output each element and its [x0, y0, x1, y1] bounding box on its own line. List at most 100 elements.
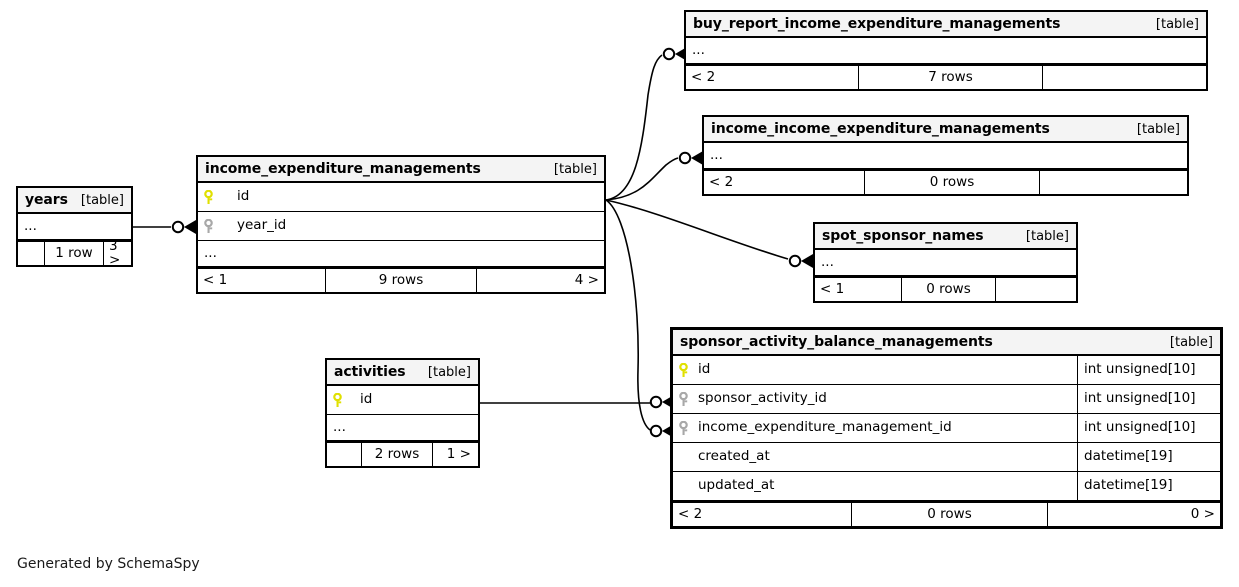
- edge-endpoint-sponsor-iem-fk: [649, 424, 663, 438]
- footer-parents-count: < 2: [678, 505, 703, 522]
- column-cell: income_expenditure_management_id: [673, 420, 1077, 436]
- table-node-activities[interactable]: activities [table] id ... 2 rows 1 >: [325, 358, 480, 468]
- column-type: datetime[19]: [1077, 443, 1220, 471]
- table-tag: [table]: [1155, 16, 1199, 32]
- table-ellipsis-row: ...: [686, 38, 1206, 64]
- table-footer-activities: 2 rows 1 >: [327, 441, 478, 466]
- footer-children-count: [996, 278, 1076, 301]
- table-header-spot-sponsor-names: spot_sponsor_names [table]: [815, 224, 1076, 250]
- table-row[interactable]: updated_at datetime[19]: [673, 472, 1220, 501]
- footer-parents-count: < 1: [203, 271, 228, 288]
- column-name: income_expenditure_management_id: [698, 420, 952, 436]
- table-header-years: years [table]: [18, 188, 131, 214]
- footer-row-count: 0 rows: [901, 278, 996, 301]
- table-title: sponsor_activity_balance_managements: [680, 334, 993, 350]
- footer-children-count: 1 >: [446, 445, 471, 462]
- column-cell: id: [673, 362, 1077, 378]
- table-row[interactable]: year_id: [198, 212, 604, 241]
- edge-endpoint-sponsor-activity-fk: [649, 395, 663, 409]
- table-title: years: [25, 192, 68, 208]
- table-tag: [table]: [1169, 334, 1213, 350]
- foreign-key-icon: [204, 218, 217, 234]
- table-row[interactable]: id: [327, 386, 478, 415]
- table-node-income-income-expenditure-managements[interactable]: income_income_expenditure_managements [t…: [702, 115, 1189, 196]
- table-header-income-expenditure-managements: income_expenditure_managements [table]: [198, 157, 604, 183]
- table-title: activities: [334, 364, 406, 380]
- column-name: id: [698, 362, 711, 378]
- table-ellipsis-row: ...: [815, 250, 1076, 276]
- edge-endpoint-income-income: [678, 151, 692, 165]
- edge-endpoint-spot-sponsor: [788, 254, 802, 268]
- footer-row-count: 2 rows: [361, 443, 433, 466]
- footer-row-count: 0 rows: [851, 503, 1048, 526]
- table-row[interactable]: sponsor_activity_id int unsigned[10]: [673, 385, 1220, 414]
- edge-endpoint-years-to-iem: [171, 220, 185, 234]
- footer-children-count: 0 >: [1190, 505, 1215, 522]
- table-row[interactable]: id int unsigned[10]: [673, 356, 1220, 385]
- footer-row-count: 1 row: [44, 242, 104, 265]
- primary-key-icon: [204, 189, 217, 205]
- table-title: buy_report_income_expenditure_management…: [693, 16, 1061, 32]
- column-cell: id: [198, 189, 604, 205]
- footer-row-count: 9 rows: [325, 269, 477, 292]
- table-header-buy-report: buy_report_income_expenditure_management…: [686, 12, 1206, 38]
- column-type: int unsigned[10]: [1077, 414, 1220, 442]
- footer-parents-count: [18, 242, 44, 265]
- column-name: updated_at: [698, 478, 775, 494]
- footer-parents-count: < 2: [709, 173, 734, 190]
- table-footer-buy-report: < 2 7 rows: [686, 64, 1206, 89]
- table-ellipsis-row: ...: [327, 415, 478, 441]
- column-cell: updated_at: [673, 479, 1077, 494]
- footer-children-count: 3 >: [109, 238, 121, 268]
- table-node-income-expenditure-managements[interactable]: income_expenditure_managements [table] i…: [196, 155, 606, 294]
- table-node-years[interactable]: years [table] ... 1 row 3 >: [16, 186, 133, 267]
- table-footer-years: 1 row 3 >: [18, 238, 131, 268]
- table-footer-income-expenditure-managements: < 1 9 rows 4 >: [198, 267, 604, 292]
- footer-parents-count: < 1: [820, 280, 845, 297]
- column-cell: year_id: [198, 218, 604, 234]
- column-type: int unsigned[10]: [1077, 385, 1220, 413]
- column-name: id: [237, 189, 250, 205]
- table-tag: [table]: [80, 192, 124, 208]
- table-footer-spot-sponsor-names: < 1 0 rows: [815, 276, 1076, 301]
- primary-key-icon: [679, 362, 692, 378]
- column-type: int unsigned[10]: [1077, 356, 1220, 384]
- footer-parents-count: [327, 443, 361, 466]
- table-ellipsis-row: ...: [18, 214, 131, 240]
- column-name: sponsor_activity_id: [698, 391, 827, 407]
- table-row[interactable]: id: [198, 183, 604, 212]
- column-cell: id: [327, 392, 478, 408]
- primary-key-icon: [333, 392, 346, 408]
- table-row[interactable]: income_expenditure_management_id int uns…: [673, 414, 1220, 443]
- table-header-income-income: income_income_expenditure_managements [t…: [704, 117, 1187, 143]
- column-type: datetime[19]: [1077, 472, 1220, 500]
- foreign-key-icon: [679, 391, 692, 407]
- table-title: income_expenditure_managements: [205, 161, 481, 177]
- table-header-sponsor-activity-balance-managements: sponsor_activity_balance_managements [ta…: [673, 330, 1220, 356]
- foreign-key-icon: [679, 420, 692, 436]
- generated-by-credit: Generated by SchemaSpy: [17, 556, 200, 572]
- table-node-buy-report-income-expenditure-managements[interactable]: buy_report_income_expenditure_management…: [684, 10, 1208, 91]
- table-footer-sponsor-activity-balance-managements: < 2 0 rows 0 >: [673, 501, 1220, 526]
- table-tag: [table]: [427, 364, 471, 380]
- column-name: id: [360, 392, 373, 408]
- table-title: spot_sponsor_names: [822, 228, 984, 244]
- table-title: income_income_expenditure_managements: [711, 121, 1050, 137]
- footer-children-count: 4 >: [574, 271, 599, 288]
- footer-children-count: [1040, 171, 1187, 194]
- table-node-spot-sponsor-names[interactable]: spot_sponsor_names [table] ... < 1 0 row…: [813, 222, 1078, 303]
- table-tag: [table]: [553, 161, 597, 177]
- table-footer-income-income: < 2 0 rows: [704, 169, 1187, 194]
- footer-row-count: 0 rows: [864, 171, 1040, 194]
- table-tag: [table]: [1025, 228, 1069, 244]
- table-header-activities: activities [table]: [327, 360, 478, 386]
- table-ellipsis-row: ...: [198, 241, 604, 267]
- footer-children-count: [1043, 66, 1206, 89]
- footer-parents-count: < 2: [691, 68, 716, 85]
- column-name: year_id: [237, 218, 287, 234]
- table-tag: [table]: [1136, 121, 1180, 137]
- table-node-sponsor-activity-balance-managements[interactable]: sponsor_activity_balance_managements [ta…: [670, 327, 1223, 529]
- no-key-icon: [679, 450, 692, 465]
- table-row[interactable]: created_at datetime[19]: [673, 443, 1220, 472]
